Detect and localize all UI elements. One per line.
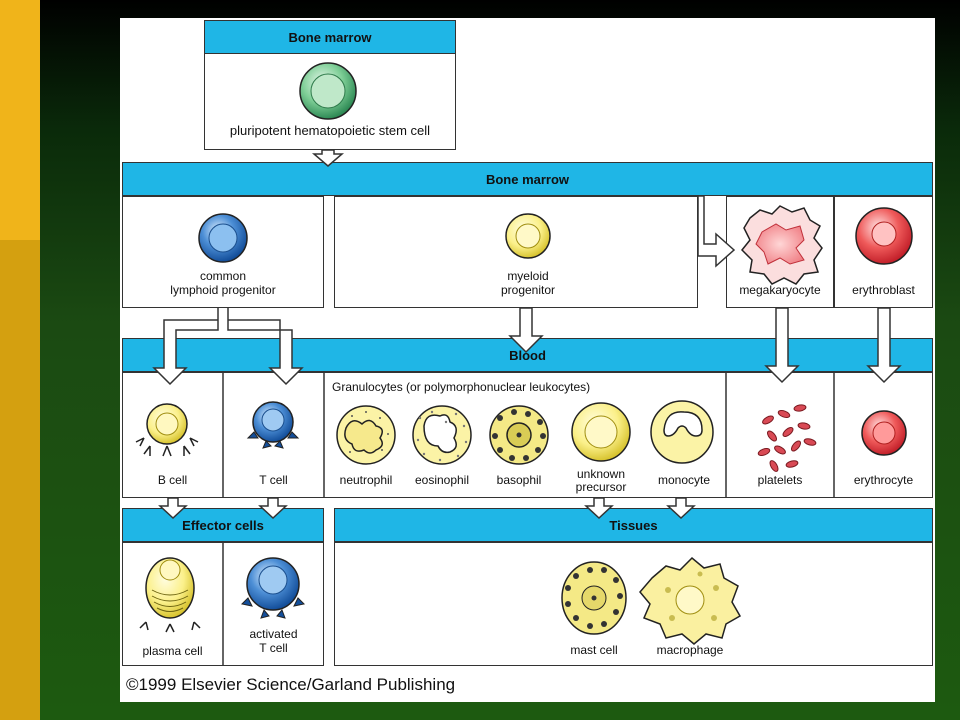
lymphoid-label-2: lymphoid progenitor — [170, 283, 276, 297]
mast-cell-icon — [561, 561, 627, 635]
platelets-label: platelets — [757, 473, 803, 487]
eosinophil-icon — [412, 405, 472, 465]
arrow-t-to-effector — [258, 497, 288, 520]
plasma-cell-icon — [139, 557, 201, 633]
lymphoid-label-1: common — [199, 269, 246, 283]
erythroblast-icon — [855, 207, 913, 265]
arrow-b-to-effector — [158, 497, 188, 520]
neutrophil-label: neutrophil — [339, 473, 393, 487]
copyright-text: ©1999 Elsevier Science/Garland Publishin… — [126, 675, 456, 694]
lymphoid-progenitor-icon — [198, 213, 248, 263]
erythrocyte-icon — [861, 410, 907, 456]
stem-cell-icon — [299, 62, 357, 120]
bone-marrow-header: Bone marrow — [122, 162, 933, 196]
megakaryocyte-label: megakaryocyte — [739, 283, 821, 297]
tissues-box — [334, 542, 933, 666]
unknown-precursor-label-2: precursor — [575, 480, 627, 494]
arrow-myeloid-to-megakaryocyte — [697, 195, 736, 268]
granulocytes-heading: Granulocytes (or polymorphonuclear leuko… — [332, 380, 591, 394]
sidebar-accent-top — [0, 0, 40, 240]
t-cell-icon — [246, 401, 300, 449]
diagram-panel: Bone marrow Bone marrow Blood Effector c… — [120, 18, 935, 702]
arrow-to-tissues-2 — [666, 497, 696, 520]
macrophage-icon — [639, 556, 742, 645]
myeloid-label-1: myeloid — [507, 269, 549, 283]
arrow-myeloid-to-blood — [508, 307, 544, 354]
megakaryocyte-icon — [740, 205, 823, 285]
monocyte-label: monocyte — [657, 473, 711, 487]
arrow-stem-to-marrow — [311, 149, 345, 167]
bone-marrow-top-header: Bone marrow — [204, 20, 456, 54]
sidebar-accent-bottom — [0, 240, 40, 720]
mast-cell-label: mast cell — [570, 643, 618, 657]
tissues-header: Tissues — [334, 508, 933, 542]
unknown-precursor-icon — [571, 402, 631, 462]
b-cell-icon — [135, 403, 199, 457]
eosinophil-label: eosinophil — [414, 473, 470, 487]
unknown-precursor-label-1: unknown — [576, 467, 626, 481]
myeloid-progenitor-icon — [505, 213, 551, 259]
arrow-erythroblast-to-erythrocyte — [866, 307, 902, 384]
monocyte-icon — [650, 400, 714, 464]
basophil-label: basophil — [496, 473, 542, 487]
platelets-icon — [757, 404, 817, 472]
t-cell-label: T cell — [259, 473, 288, 487]
arrow-megakaryocyte-to-platelets — [764, 307, 800, 384]
b-cell-label: B cell — [157, 473, 188, 487]
macrophage-label: macrophage — [656, 643, 724, 657]
diagram-graphics — [135, 62, 913, 666]
stem-cell-label: pluripotent hematopoietic stem cell — [229, 123, 431, 138]
effector-cells-header: Effector cells — [122, 508, 324, 542]
plasma-cell-label: plasma cell — [142, 644, 203, 658]
arrow-to-tissues-1 — [584, 497, 614, 520]
activated-t-cell-icon — [240, 557, 306, 619]
erythroblast-label: erythroblast — [852, 283, 915, 297]
arrow-lymphoid-to-bt — [152, 308, 304, 386]
neutrophil-icon — [336, 405, 396, 465]
activated-t-cell-label-2: T cell — [259, 641, 288, 655]
basophil-icon — [489, 405, 549, 465]
myeloid-label-2: progenitor — [500, 283, 556, 297]
activated-t-cell-label-1: activated — [249, 627, 298, 641]
erythrocyte-label: erythrocyte — [853, 473, 914, 487]
